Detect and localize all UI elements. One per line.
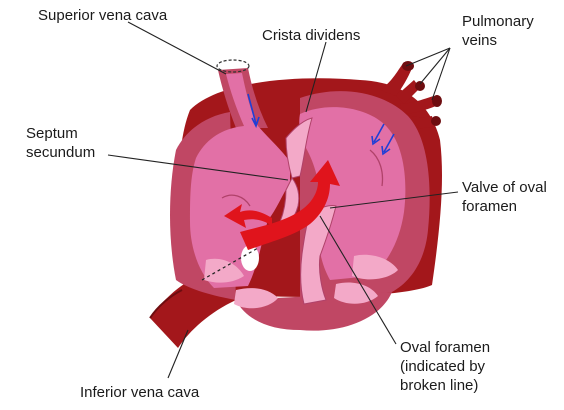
leader-superior-vena-cava (128, 22, 226, 74)
pulmonary-veins-label: Pulmonary veins (462, 12, 534, 50)
crista-dividens-label: Crista dividens (262, 26, 360, 45)
valve-of-oval-foramen-label: Valve of oval foramen (462, 178, 547, 216)
leader-pulmonary-veins-3 (406, 48, 450, 66)
superior-vena-cava-label: Superior vena cava (38, 6, 167, 25)
oval-foramen-label: Oval foramen (indicated by broken line) (400, 338, 490, 395)
septum-secundum-label: Septum secundum (26, 124, 95, 162)
leader-pulmonary-veins-1 (420, 48, 450, 84)
leader-pulmonary-veins-2 (432, 48, 450, 100)
inferior-vena-cava-label: Inferior vena cava (80, 383, 199, 402)
